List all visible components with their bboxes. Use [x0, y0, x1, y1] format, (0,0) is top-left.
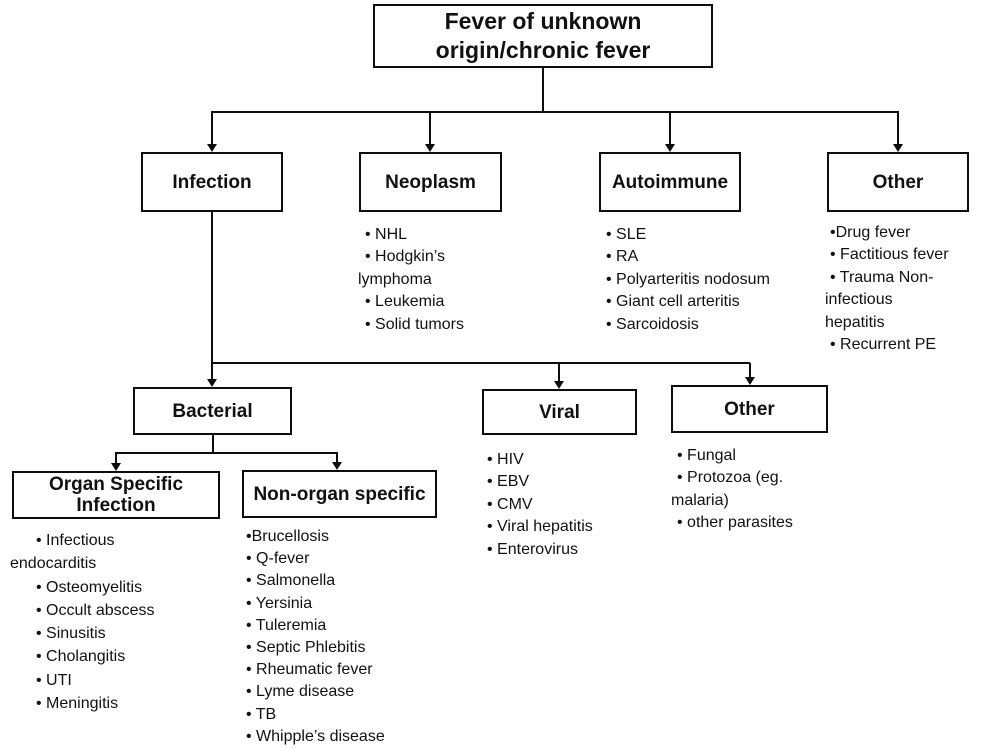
list-item: • Protozoa (eg. malaria) — [671, 469, 784, 509]
node-other-box: Other — [827, 152, 969, 212]
list-item: • EBV — [487, 473, 530, 491]
list-non-organ: •Brucellosis • Q-fever • Salmonella • Yersi… — [246, 526, 426, 748]
list-item: • Polyarteritis nodosum — [606, 270, 770, 288]
list-item: • RA — [606, 248, 639, 266]
list-item: • CMV — [487, 495, 533, 513]
node-non-organ-label: Non-organ specific — [253, 483, 426, 505]
list-neoplasm: • NHL • Hodgkin’s lymphoma • Leukemia • Sol… — [358, 224, 476, 336]
node-organ-specific-label: Organ Specific Infection — [48, 474, 184, 516]
list-other-infection: • Fungal • Protozoa (eg. malaria) • other … — [671, 445, 823, 535]
node-viral-label: Viral — [539, 401, 580, 423]
list-item: • Hodgkin’s lymphoma — [358, 248, 446, 288]
node-autoimmune-box: Autoimmune — [599, 152, 741, 212]
node-other-infection-box: Other — [671, 385, 828, 433]
arrowhead-autoimmune — [665, 144, 675, 152]
node-root-box: Fever of unknown origin/chronic fever — [373, 4, 713, 68]
node-neoplasm-box: Neoplasm — [359, 152, 502, 212]
list-item: • Enterovirus — [487, 540, 578, 558]
node-non-organ-box: Non-organ specific — [242, 470, 437, 518]
list-other: •Drug fever • Factitious fever • Trauma No… — [825, 222, 977, 356]
list-item: • Septic Phlebitis — [246, 639, 366, 657]
node-neoplasm-label: Neoplasm — [385, 171, 476, 193]
list-item: • NHL — [365, 226, 408, 243]
list-item: • Yersinia — [246, 594, 313, 612]
node-other-infection-label: Other — [724, 398, 775, 420]
arrowhead-neoplasm — [425, 144, 435, 152]
list-item: • Tuleremia — [246, 616, 327, 634]
list-item: • Infectious endocarditis — [10, 532, 115, 573]
list-item: • Sarcoidosis — [606, 315, 699, 333]
list-item: • Fungal — [677, 447, 736, 464]
node-autoimmune-label: Autoimmune — [611, 171, 729, 193]
list-item: • Meningitis — [36, 695, 119, 713]
list-item: • Osteomyelitis — [36, 578, 143, 596]
node-bacterial-box: Bacterial — [133, 387, 292, 435]
node-other-label: Other — [872, 171, 924, 193]
node-root-label: Fever of unknown origin/chronic fever — [435, 8, 651, 63]
list-item: • other parasites — [677, 514, 793, 532]
node-infection-box: Infection — [141, 152, 283, 212]
list-item: • Cholangitis — [36, 648, 126, 666]
list-item: • Q-fever — [246, 550, 310, 568]
list-item: • Leukemia — [365, 293, 445, 311]
list-item: • Lyme disease — [246, 683, 355, 701]
list-viral: • HIV • EBV • CMV • Viral hepatitis • Entero… — [481, 449, 641, 561]
list-item: • Sinusitis — [36, 625, 106, 643]
arrowhead-viral — [554, 381, 564, 389]
list-item: • Occult abscess — [36, 601, 155, 619]
node-viral-box: Viral — [482, 389, 637, 435]
list-item: • Factitious fever — [830, 246, 949, 264]
list-item: • Recurrent PE — [830, 336, 937, 354]
list-item: •Brucellosis — [246, 528, 329, 545]
list-item: •Drug fever — [830, 224, 911, 241]
list-organ-specific: • Infectious endocarditis • Osteomyelitis… — [10, 529, 220, 715]
node-organ-specific-box: Organ Specific Infection — [12, 471, 220, 519]
list-item: • Whipple’s disease — [246, 727, 385, 745]
list-item: • Trauma Non- infectious hepatitis — [825, 268, 934, 331]
list-item: • Viral hepatitis — [487, 518, 593, 536]
list-item: • Giant cell arteritis — [606, 293, 740, 311]
list-autoimmune: • SLE • RA • Polyarteritis nodosum • Giant … — [601, 224, 801, 336]
arrowhead-bacterial — [207, 379, 217, 387]
node-bacterial-label: Bacterial — [172, 400, 253, 422]
arrowhead-organ — [111, 463, 121, 471]
list-item: • UTI — [36, 671, 72, 689]
arrowhead-other — [893, 144, 903, 152]
list-item: • HIV — [487, 451, 524, 468]
list-item: • TB — [246, 705, 277, 723]
arrowhead-nonorgan — [332, 462, 342, 470]
list-item: • Rheumatic fever — [246, 661, 373, 679]
list-item: • Solid tumors — [365, 315, 464, 333]
list-item: • Salmonella — [246, 572, 336, 590]
node-infection-label: Infection — [172, 171, 252, 193]
arrowhead-other2 — [745, 377, 755, 385]
list-item: • SLE — [606, 226, 647, 243]
arrowhead-infection — [207, 144, 217, 152]
